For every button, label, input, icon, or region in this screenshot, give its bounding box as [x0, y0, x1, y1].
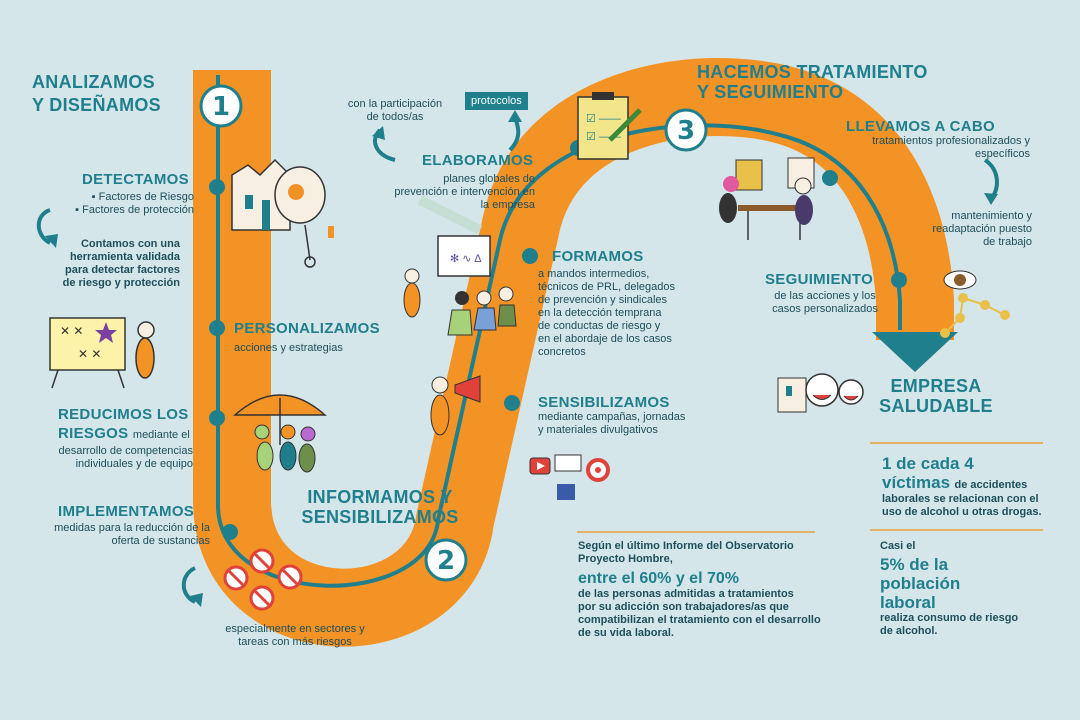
step-number-1: 1 — [211, 92, 231, 122]
banned-substances-icons — [223, 548, 303, 611]
waypoint-dot — [209, 320, 225, 336]
personalizamos-desc: acciones y estrategias — [234, 342, 343, 354]
sensibilizamos-title: SENSIBILIZAMOS — [538, 394, 670, 411]
implementamos-title: IMPLEMENTAMOS — [58, 503, 195, 520]
teal-path-line — [216, 75, 902, 588]
eye-network-illustration — [940, 270, 1010, 338]
road-end-arrow — [872, 332, 958, 372]
svg-text:✕ ✕: ✕ ✕ — [78, 347, 101, 361]
waypoint-dot — [522, 248, 538, 264]
sensibilizamos-desc: mediante campañas, jornadas y materiales… — [538, 411, 686, 436]
reducimos-title-line2: RIESGOS mediante el — [58, 425, 190, 442]
participacion-desc: con la participación de todos/as — [347, 98, 443, 123]
waypoint-dot — [891, 272, 907, 288]
seguimiento-title: SEGUIMIENTO — [765, 271, 874, 288]
waypoint-dot — [504, 395, 520, 411]
svg-text:✻ ∿ ∆: ✻ ∿ ∆ — [450, 253, 482, 265]
curved-arrow-icon — [36, 208, 52, 245]
step-2-title: INFORMAMOS Y SENSIBILIZAMOS — [301, 487, 459, 527]
mantenimiento-desc: mantenimiento y readaptación puesto de t… — [932, 210, 1032, 248]
clipboard-illustration: ☑ —— ☑ —— — [577, 92, 642, 160]
detectamos-desc: Contamos con una herramienta validada pa… — [62, 238, 180, 289]
waypoint-dot — [222, 524, 238, 540]
waypoint-dot — [822, 170, 838, 186]
llevamos-desc: tratamientos profesionalizados y específ… — [872, 135, 1030, 160]
personalizamos-title: PERSONALIZAMOS — [234, 320, 380, 337]
empresa-saludable-title: EMPRESA SALUDABLE — [879, 376, 993, 416]
formamos-title: FORMAMOS — [552, 248, 644, 265]
victimas-stat: 1 de cada 4 víctimas de accidentes labor… — [882, 454, 1042, 519]
megaphone-illustration — [430, 375, 481, 436]
svg-text:☑ ——: ☑ —— — [586, 113, 621, 125]
healthy-company-illustration — [777, 373, 864, 413]
detectamos-title: DETECTAMOS — [82, 171, 189, 188]
strategy-board-illustration: ✕ ✕ ✕ ✕ — [49, 317, 155, 389]
bullet-item: ▪ Factores de protección — [75, 204, 194, 216]
protocolos-badge: protocolos — [465, 92, 528, 110]
training-illustration: ✻ ∿ ∆ — [403, 235, 517, 336]
step-3-title: HACEMOS TRATAMIENTO Y SEGUIMIENTO — [697, 62, 928, 102]
step-number-2: 2 — [436, 546, 456, 576]
informe-stat: Según el último Informe del Observatorio… — [578, 540, 821, 639]
curved-arrow-icon — [181, 566, 197, 604]
factory-illustration — [231, 158, 334, 268]
step-number-3: 3 — [676, 116, 696, 146]
reducimos-title: REDUCIMOS LOS — [58, 406, 189, 423]
media-icons — [529, 454, 610, 500]
bullet-item: ▪ Factores de Riesgo — [91, 191, 194, 203]
alcohol-stat: Casi el 5% de la población laboral reali… — [880, 540, 1019, 637]
umbrella-group-illustration — [233, 394, 327, 473]
waypoint-dot — [209, 410, 225, 426]
llevamos-title: LLEVAMOS A CABO — [846, 118, 995, 135]
elaboramos-desc: planes globales de prevención e interven… — [394, 173, 535, 211]
elaboramos-title: ELABORAMOS — [422, 152, 534, 169]
reducimos-desc: desarrollo de competencias individuales … — [58, 445, 193, 470]
svg-text:✕ ✕: ✕ ✕ — [60, 324, 83, 338]
treatment-illustration — [719, 157, 815, 240]
detectamos-bullets: ▪ Factores de Riesgo ▪ Factores de prote… — [60, 191, 194, 217]
seguimiento-desc: de las acciones y los casos personalizad… — [772, 290, 878, 315]
sectores-desc: especialmente en sectores y tareas con m… — [225, 623, 365, 648]
implementamos-desc: medidas para la reducción de la oferta d… — [54, 522, 210, 547]
formamos-desc: a mandos intermedios, técnicos de PRL, d… — [538, 268, 675, 358]
step-1-title: ANALIZAMOS Y DISEÑAMOS — [32, 72, 161, 115]
waypoint-dot — [209, 179, 225, 195]
